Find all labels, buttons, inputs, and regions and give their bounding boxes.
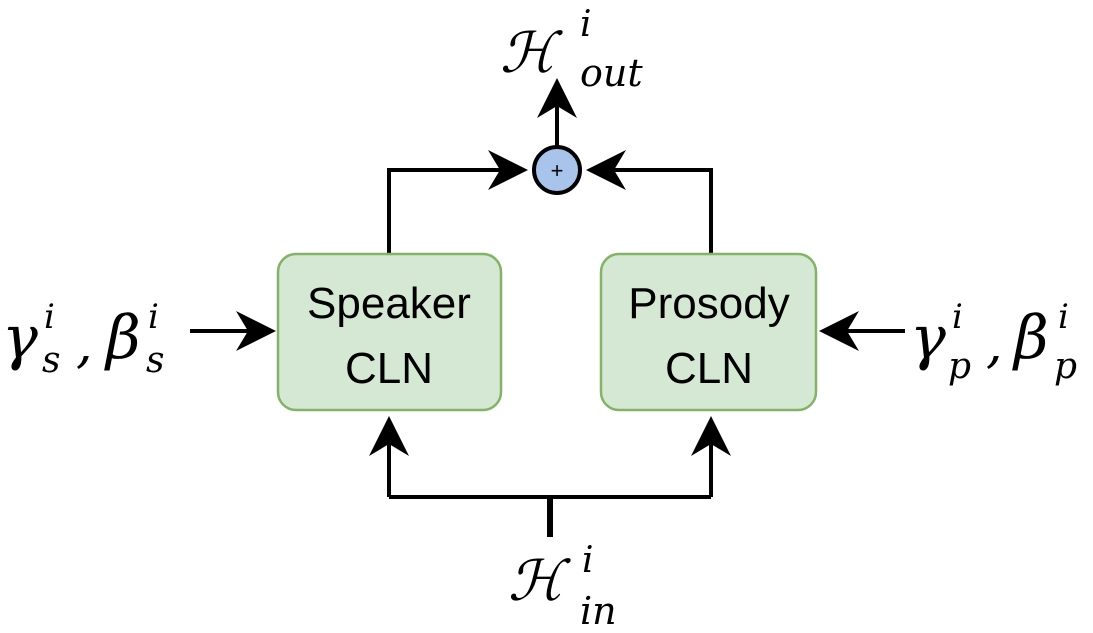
prosody-gamma-sub: p (948, 346, 971, 387)
speaker-gamma-sub: s (42, 340, 60, 381)
prosody-comma: , (986, 315, 1003, 375)
speaker-to-sum-arrow (387, 150, 528, 253)
input-label-sup: i (582, 540, 594, 581)
prosody-params-label: γ i p , β i p (910, 297, 1077, 387)
speaker-beta-sup: i (148, 297, 159, 337)
speaker-gamma: γ (2, 303, 38, 373)
prosody-box-line1: Prosody (628, 279, 789, 328)
speaker-beta: β (104, 303, 141, 373)
speaker-beta-sub: s (146, 340, 164, 381)
output-label: ℋ i out (500, 4, 643, 95)
prosody-beta-sub: p (1054, 346, 1077, 387)
prosody-to-sum-arrow (586, 150, 713, 253)
prosody-beta-sup: i (1058, 297, 1069, 337)
prosody-box-line2: CLN (665, 344, 753, 393)
speaker-box-line1: Speaker (307, 279, 471, 328)
input-label-base: ℋ (508, 549, 571, 614)
speaker-params-label: γ i s , β i s (2, 297, 164, 381)
speaker-gamma-sup: i (44, 297, 55, 337)
prosody-cln-box: Prosody CLN (599, 252, 818, 412)
prosody-gamma: γ (910, 303, 946, 373)
input-label: ℋ i in (508, 540, 617, 633)
prosody-gamma-sup: i (952, 297, 963, 337)
prosody-beta: β (1012, 303, 1049, 373)
sum-symbol: + (551, 158, 564, 183)
speaker-box-line2: CLN (345, 344, 433, 393)
speaker-cln-box: Speaker CLN (276, 252, 503, 412)
speaker-comma: , (76, 315, 93, 375)
sum-node: + (532, 145, 582, 195)
output-label-sub: out (580, 51, 643, 95)
input-label-sub: in (580, 589, 617, 633)
output-label-base: ℋ (500, 21, 563, 86)
output-label-sup: i (580, 4, 592, 45)
